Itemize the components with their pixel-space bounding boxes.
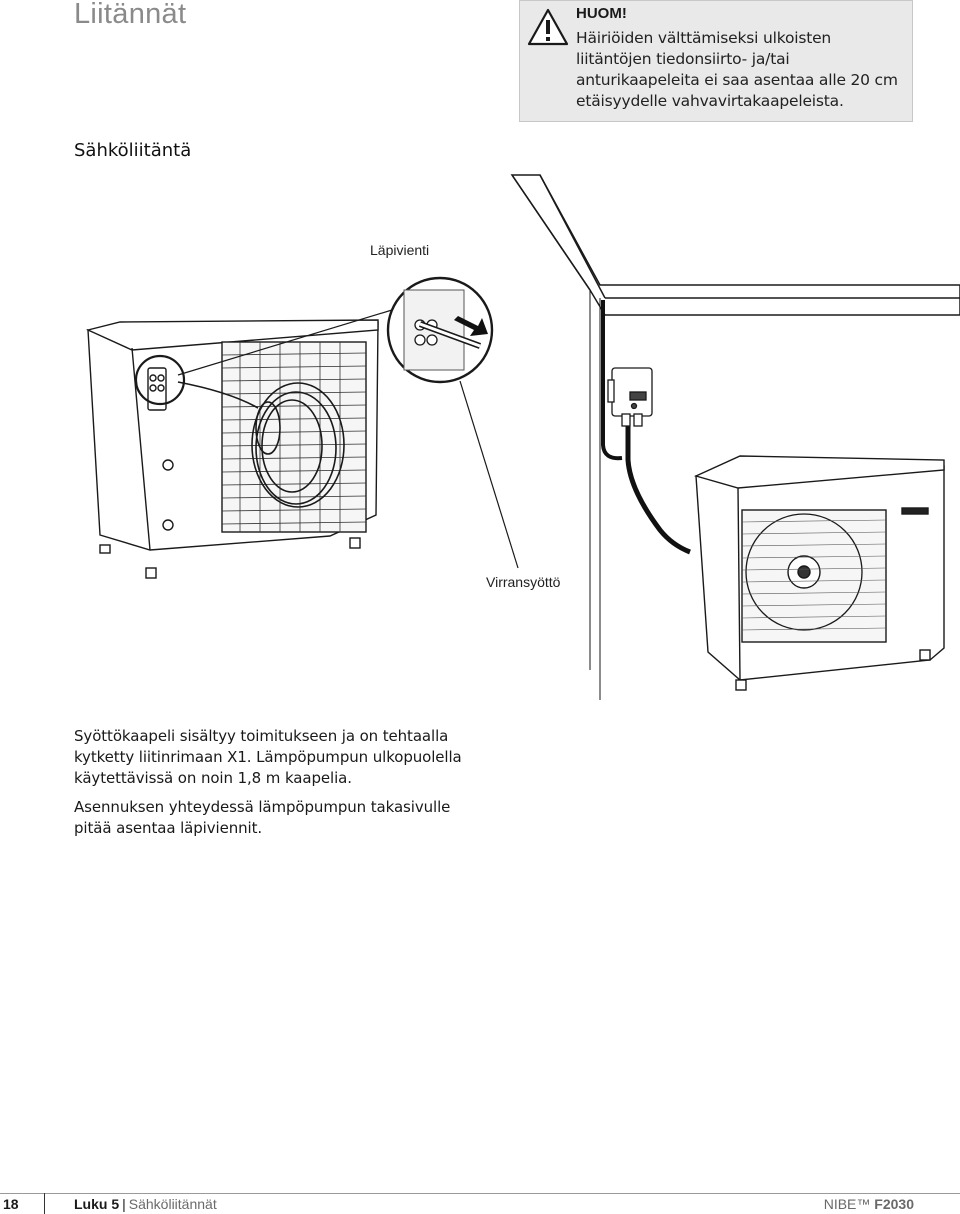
junction-box bbox=[607, 367, 653, 427]
body-paragraph-2: Asennuksen yhteydessä lämpöpumpun takasi… bbox=[74, 798, 451, 837]
footer-rule bbox=[0, 1193, 960, 1194]
detail-magnifier bbox=[386, 276, 494, 384]
power-cable bbox=[601, 300, 623, 461]
wall-corner bbox=[510, 174, 960, 700]
note-box: HUOM! Häiriöiden välttämiseksi ulkoisten… bbox=[519, 0, 913, 122]
label-lapivienti: Läpivienti bbox=[370, 242, 430, 258]
heat-pump-front bbox=[693, 455, 945, 691]
installation-figure: Läpivienti Virransyöttö bbox=[0, 170, 960, 705]
footer-model: F2030 bbox=[874, 1196, 914, 1212]
footer-chapter-number: Luku 5 bbox=[74, 1196, 120, 1212]
note-text: Häiriöiden välttämiseksi ulkoisten liitä… bbox=[576, 29, 898, 110]
body-paragraph-1: Syöttökaapeli sisältyy toimitukseen ja o… bbox=[74, 727, 462, 787]
footer-separator-line bbox=[44, 1193, 45, 1214]
footer-brand: NIBE™ bbox=[823, 1196, 871, 1212]
coiled-cable bbox=[177, 381, 345, 508]
footer-page-number: 18 bbox=[3, 1196, 19, 1212]
installation-illustration bbox=[85, 174, 960, 700]
footer-product: NIBE™ F2030 bbox=[824, 1196, 914, 1212]
footer-chapter: Luku 5|Sähköliitännät bbox=[74, 1196, 217, 1212]
footer-chapter-bar: | bbox=[122, 1196, 126, 1212]
note-heading: HUOM! bbox=[576, 5, 627, 22]
section-heading: Sähköliitäntä bbox=[74, 140, 192, 161]
footer-chapter-title: Sähköliitännät bbox=[128, 1196, 217, 1212]
detail-circle-small bbox=[134, 354, 186, 406]
page-title: Liitännät bbox=[74, 0, 187, 30]
label-virransyotto: Virransyöttö bbox=[486, 574, 561, 590]
warning-triangle-icon bbox=[527, 8, 569, 46]
